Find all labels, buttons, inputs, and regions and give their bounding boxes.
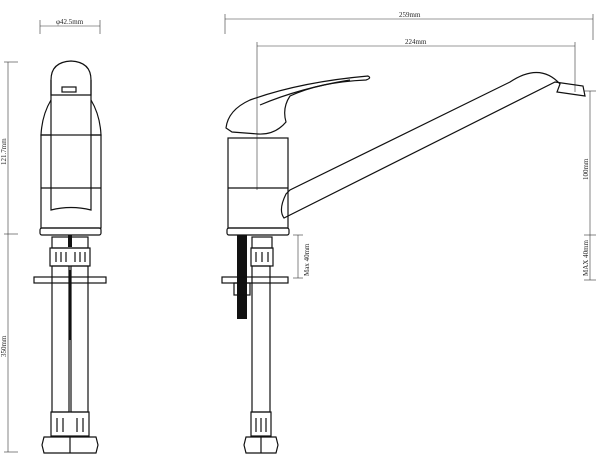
spout-height-label: 100mm [582,158,590,180]
spout-reach-label: 224mm [405,38,427,46]
dimension-spout-height: 100mm MAX 40mm [582,90,596,281]
front-view [33,60,107,454]
dimension-overall-reach: 259mm [224,11,594,40]
dimension-diameter: φ42.5mm [39,18,101,34]
dimension-spout-reach: 224mm [256,38,576,190]
dimension-front-height: 121.7mm 350mm [0,61,18,453]
overall-reach-label: 259mm [399,11,421,19]
dimension-max-deck-left: Max 40mm [293,234,311,279]
max-deck-left-label: Max 40mm [303,243,311,276]
side-view [221,71,586,454]
max-deck-right-label: MAX 40mm [582,239,590,276]
hose-length-label: 350mm [0,335,8,357]
front-height-label: 121.7mm [0,138,8,165]
diameter-label: φ42.5mm [56,18,84,26]
